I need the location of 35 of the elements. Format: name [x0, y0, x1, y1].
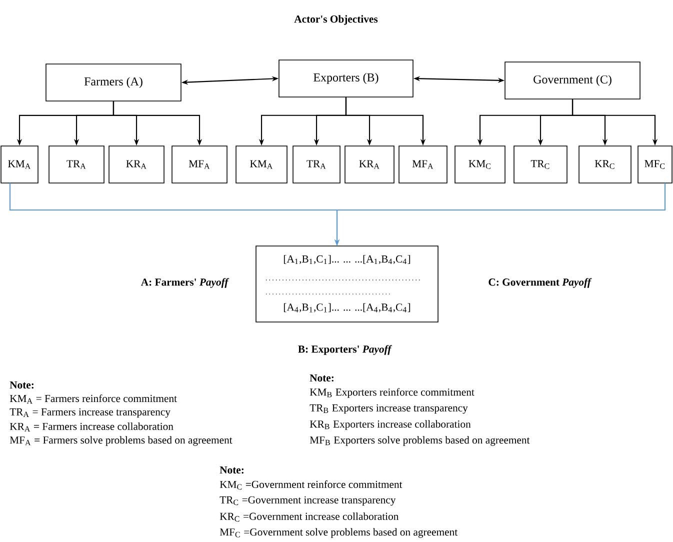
- objective-box: MF$_{A}$: [172, 146, 228, 184]
- objective-box: KR$_{A}$: [344, 146, 394, 184]
- title: Actor's Objectives: [294, 15, 378, 25]
- note-text: KM$_{B}$ Exporters reinforce commitment: [310, 388, 474, 398]
- note-text: TR$_{C}$ =Government increase transparency: [220, 496, 396, 506]
- objective-box: KM$_{A}$: [0, 146, 38, 184]
- objective-box: TR$_{C}$: [514, 146, 568, 184]
- actor-box: Farmers (A): [46, 64, 182, 102]
- note-text: KR$_{A}$ = Farmers increase collaboration: [10, 422, 174, 432]
- objective-box: KR$_{C}$: [578, 146, 632, 184]
- objective-box: TR$_{A}$: [48, 146, 104, 184]
- objective-box: MF$_{C}$: [638, 146, 672, 184]
- note-text: MF$_{B}$ Exporters solve problems based on agreement: [310, 436, 530, 446]
- payoff-matrix-box: [A$_{1}$,B$_{1}$,C$_{1}$]... ... ...[A$_{1}$,B$_{4}$,C$_{4}$] [A$_{4}$,B$_{1}$,C$_{1}$]... ... ...[A$_{4}$,B$_{4}$,C$_{4}$]: [256, 246, 438, 322]
- note-text: TR$_{A}$ = Farmers increase transparency: [10, 408, 170, 418]
- objective-box: MF$_{A}$: [398, 146, 448, 184]
- note-text: KR$_{B}$ Exporters increase collaboration: [310, 420, 471, 430]
- note-text: MF$_{C}$ =Government solve problems based on agreement: [220, 528, 458, 538]
- note-heading: Note:: [10, 381, 34, 389]
- payoff-label: B: Exporters' Payoff: [298, 345, 392, 355]
- note-heading: Note:: [310, 374, 334, 382]
- note-text: KM$_{A}$ = Farmers reinforce commitment: [10, 394, 177, 404]
- payoff-label: C: Government Payoff: [488, 278, 592, 288]
- actor-box: Government (C): [504, 62, 640, 100]
- note-heading: Note:: [220, 466, 244, 474]
- payoff-label: A: Farmers' Payoff: [141, 278, 230, 288]
- actor-box: Exporters (B): [278, 60, 414, 98]
- note-text: MF$_{A}$ = Farmers solve problems based on agreement: [10, 436, 232, 446]
- objective-box: TR$_{A}$: [292, 146, 340, 184]
- note-text: TR$_{B}$ Exporters increase transparency: [310, 404, 468, 414]
- note-text: KR$_{C}$ =Government increase collaboration: [220, 512, 399, 522]
- objective-box: KM$_{C}$: [454, 146, 506, 184]
- note-text: KM$_{C}$ =Government reinforce commitment: [220, 480, 402, 490]
- objective-box: KM$_{A}$: [236, 146, 288, 184]
- objective-box: KR$_{A}$: [108, 146, 164, 184]
